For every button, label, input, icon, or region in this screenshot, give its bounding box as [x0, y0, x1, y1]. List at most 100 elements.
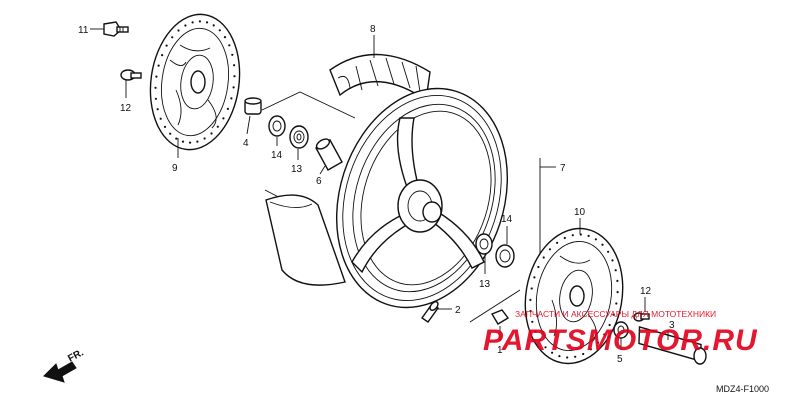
seal-part-14-right — [475, 233, 493, 255]
disc-drill-hole — [159, 117, 162, 120]
disc-drill-hole — [203, 137, 206, 140]
disc-drill-hole — [163, 125, 167, 128]
seal-part-14-left — [268, 115, 286, 137]
disc-drill-hole — [161, 54, 164, 57]
disc-drill-hole — [218, 29, 221, 32]
callout-14-left: 14 — [271, 150, 283, 161]
disc-drill-hole — [181, 140, 185, 143]
disc-drill-hole — [551, 351, 554, 354]
disc-drill-hole — [612, 313, 615, 316]
watermark-tagline: ЗАПЧАСТИ И АКСЕССУАРЫ ДЛЯ МОТОТЕХНИКИ — [515, 309, 716, 319]
direction-label: FR. — [66, 347, 86, 364]
disc-drill-hole — [616, 291, 619, 294]
disc-drill-hole — [232, 86, 235, 89]
disc-drill-hole — [212, 24, 215, 27]
disc-drill-hole — [608, 323, 611, 327]
watermark: ЗАПЧАСТИ И АКСЕССУАРЫ ДЛЯ МОТОТЕХНИКИ PA… — [483, 309, 758, 357]
bolt-part-11 — [103, 21, 129, 37]
disc-drill-hole — [582, 352, 585, 356]
brake-disc-left-part-9 — [149, 13, 241, 151]
bolt-part-12-right — [633, 312, 650, 322]
watermark-brand: PARTSMOTOR.RU — [483, 324, 758, 357]
direction-arrow-icon — [43, 361, 77, 383]
axle-part-3 — [638, 326, 707, 365]
callout-3: 3 — [669, 320, 675, 331]
callout-5: 5 — [617, 354, 623, 365]
disc-drill-hole — [157, 64, 160, 67]
disc-drill-hole — [222, 117, 225, 120]
disc-drill-hole — [191, 21, 194, 24]
bearing-part-13-left — [289, 125, 309, 149]
tire-band-lower — [265, 194, 346, 286]
disc-drill-hole — [177, 29, 180, 32]
disc-drill-hole — [594, 238, 598, 241]
callout-13-left: 13 — [291, 164, 303, 175]
disc-drill-hole — [231, 53, 234, 56]
bearing-part-13-right — [495, 244, 515, 268]
disc-drill-hole — [615, 302, 618, 305]
disc-drill-hole — [198, 20, 201, 23]
disc-drill-hole — [230, 97, 233, 100]
callout-11: 11 — [78, 25, 89, 36]
disc-drill-hole — [165, 44, 168, 47]
disc-drill-hole — [537, 265, 540, 269]
disc-drill-hole — [531, 320, 534, 323]
disc-drill-hole — [216, 125, 219, 128]
disc-drill-hole — [542, 256, 545, 259]
disc-drill-hole — [544, 346, 547, 349]
disc-drill-hole — [226, 107, 229, 110]
disc-drill-hole — [530, 287, 533, 290]
disc-drill-hole — [223, 36, 227, 39]
disc-drill-hole — [589, 348, 593, 351]
disc-drill-hole — [205, 21, 209, 24]
disc-drill-hole — [538, 339, 542, 342]
disc-drill-hole — [566, 356, 569, 359]
disc-drill-hole — [171, 36, 174, 39]
brake-disc-right-part-10 — [524, 227, 624, 365]
callout-10: 10 — [574, 207, 586, 218]
diagram-code: MDZ4-F1000 — [716, 384, 769, 394]
disc-drill-hole — [156, 108, 159, 111]
disc-drill-hole — [548, 248, 552, 251]
disc-drill-hole — [529, 310, 532, 313]
disc-drill-hole — [534, 330, 537, 333]
disc-drill-hole — [154, 97, 157, 100]
disc-drill-hole — [233, 64, 236, 67]
callout-labels: 11 12 9 4 14 13 6 8 7 14 13 10 2 1 12 3 … — [78, 24, 675, 365]
disc-drill-hole — [155, 75, 158, 78]
disc-drill-hole — [558, 355, 561, 358]
disc-drill-hole — [614, 269, 617, 272]
disc-drill-hole — [196, 140, 199, 143]
valve-part-2 — [421, 301, 439, 323]
disc-drill-hole — [189, 141, 192, 144]
callout-4: 4 — [243, 138, 249, 149]
callout-9: 9 — [172, 163, 178, 174]
callout-12-left: 12 — [120, 103, 132, 114]
disc-drill-hole — [169, 132, 172, 135]
disc-drill-hole — [529, 298, 532, 301]
collar-part-5 — [613, 321, 629, 339]
wheel-rim-part-7 — [335, 87, 509, 309]
disc-drill-hole — [587, 234, 590, 237]
disc-drill-hole — [210, 132, 213, 135]
front-direction-indicator: FR. — [43, 347, 86, 383]
callout-13-right: 13 — [479, 279, 491, 290]
disc-drill-hole — [611, 259, 614, 262]
disc-drill-hole — [574, 355, 577, 358]
bolt-part-12-left — [120, 69, 142, 81]
callout-14-right: 14 — [501, 214, 513, 225]
disc-drill-hole — [228, 44, 231, 47]
nut-part-1 — [490, 309, 510, 325]
leader-lines — [90, 28, 669, 350]
disc-drill-hole — [563, 236, 566, 240]
disc-drill-hole — [233, 75, 236, 78]
disc-drill-hole — [184, 24, 187, 27]
disc-drill-hole — [596, 341, 600, 344]
disc-drill-hole — [603, 333, 606, 336]
disc-drill-hole — [154, 86, 157, 89]
assembly-outline — [261, 91, 541, 323]
callout-12-right: 12 — [640, 286, 652, 297]
callout-6: 6 — [316, 176, 322, 187]
disc-drill-hole — [556, 241, 559, 244]
